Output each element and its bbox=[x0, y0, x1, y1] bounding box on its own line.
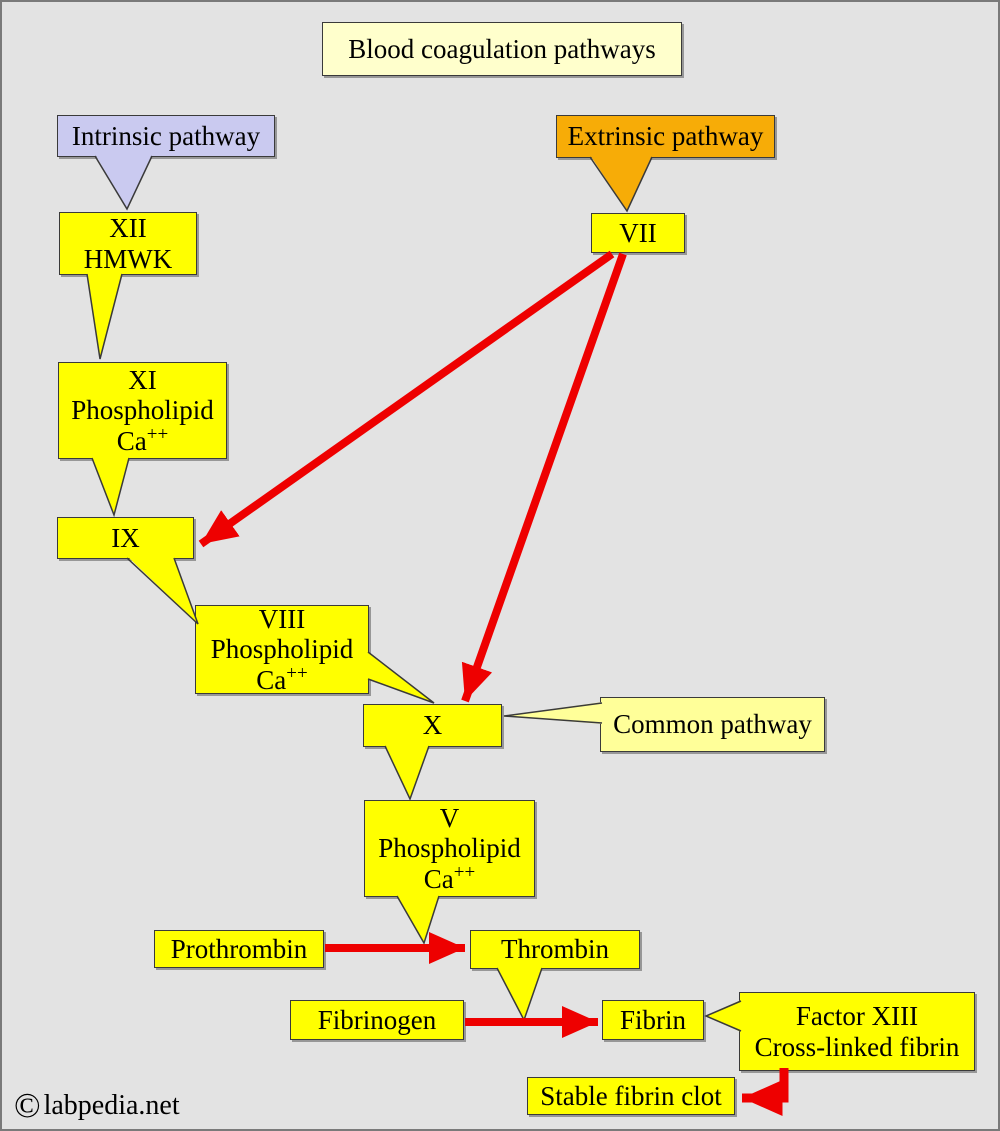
node-factor-xii-hmwk: XII HMWK bbox=[59, 212, 197, 275]
node-label-ca: Ca++ bbox=[423, 861, 476, 894]
node-factor-vii: VII bbox=[591, 213, 685, 253]
node-label: Fibrinogen bbox=[317, 1004, 437, 1035]
intrinsic-tail bbox=[95, 154, 152, 209]
viii-tail bbox=[367, 652, 434, 703]
node-fibrinogen: Fibrinogen bbox=[290, 1000, 464, 1040]
node-label: VII bbox=[619, 217, 657, 248]
node-factor-v-phospholipid: V Phospholipid Ca++ bbox=[364, 800, 535, 897]
diagram-title-text: Blood coagulation pathways bbox=[348, 33, 656, 64]
node-label: Intrinsic pathway bbox=[71, 120, 261, 151]
node-factor-xiii-crosslinked: Factor XIII Cross-linked fibrin bbox=[739, 992, 975, 1071]
node-factor-viii-phospholipid: VIII Phospholipid Ca++ bbox=[195, 604, 369, 695]
common-pathway-tail bbox=[504, 702, 602, 724]
node-label: IX bbox=[111, 522, 140, 553]
node-label: XII bbox=[109, 213, 147, 244]
node-label: Common pathway bbox=[613, 709, 812, 740]
xii-tail bbox=[87, 272, 122, 359]
node-label: Fibrin bbox=[619, 1004, 686, 1035]
node-label: Cross-linked fibrin bbox=[754, 1031, 960, 1062]
xi-tail bbox=[92, 457, 129, 515]
copyright-icon: © bbox=[14, 1086, 41, 1125]
x-tail bbox=[385, 744, 429, 799]
node-label: Extrinsic pathway bbox=[567, 121, 764, 152]
extrinsic-tail bbox=[590, 155, 652, 211]
ix-tail bbox=[127, 556, 198, 624]
node-label: XI bbox=[128, 365, 157, 396]
node-thrombin: Thrombin bbox=[470, 930, 640, 969]
node-label: Phospholipid bbox=[71, 395, 214, 426]
v-tail bbox=[397, 895, 439, 943]
node-prothrombin: Prothrombin bbox=[154, 930, 324, 968]
node-extrinsic-pathway: Extrinsic pathway bbox=[556, 115, 775, 158]
node-factor-x: X bbox=[363, 704, 502, 747]
node-label: VIII bbox=[258, 604, 306, 635]
node-label: Factor XIII bbox=[795, 1001, 919, 1032]
arrow-vii-to-x bbox=[461, 252, 627, 703]
copyright-notice: © labpedia.net bbox=[14, 1088, 180, 1123]
node-label-ca: Ca++ bbox=[256, 662, 308, 695]
node-label: Prothrombin bbox=[170, 933, 308, 964]
node-label: Phospholipid bbox=[378, 833, 521, 864]
node-common-pathway: Common pathway bbox=[600, 697, 825, 752]
node-label: X bbox=[422, 710, 443, 741]
node-factor-xi-phospholipid: XI Phospholipid Ca++ bbox=[58, 362, 227, 459]
node-label: HMWK bbox=[83, 243, 173, 274]
thrombin-tail bbox=[497, 967, 542, 1020]
node-factor-ix: IX bbox=[57, 517, 194, 559]
node-label: V bbox=[439, 803, 460, 834]
callout-tails bbox=[86, 154, 742, 1032]
node-fibrin: Fibrin bbox=[602, 1000, 704, 1040]
arrow-factorxiii-to-stable-clot bbox=[742, 1068, 789, 1116]
node-label: Phospholipid bbox=[210, 634, 354, 665]
factor-xiii-tail bbox=[706, 1000, 741, 1032]
node-label: Stable fibrin clot bbox=[540, 1080, 722, 1111]
node-stable-fibrin-clot: Stable fibrin clot bbox=[527, 1077, 735, 1115]
node-intrinsic-pathway: Intrinsic pathway bbox=[57, 115, 275, 157]
arrow-vii-to-ix bbox=[198, 250, 615, 548]
diagram-title: Blood coagulation pathways bbox=[322, 22, 682, 76]
node-label: Thrombin bbox=[501, 934, 609, 965]
copyright-site: labpedia.net bbox=[43, 1089, 180, 1121]
node-label-ca: Ca++ bbox=[116, 423, 169, 456]
